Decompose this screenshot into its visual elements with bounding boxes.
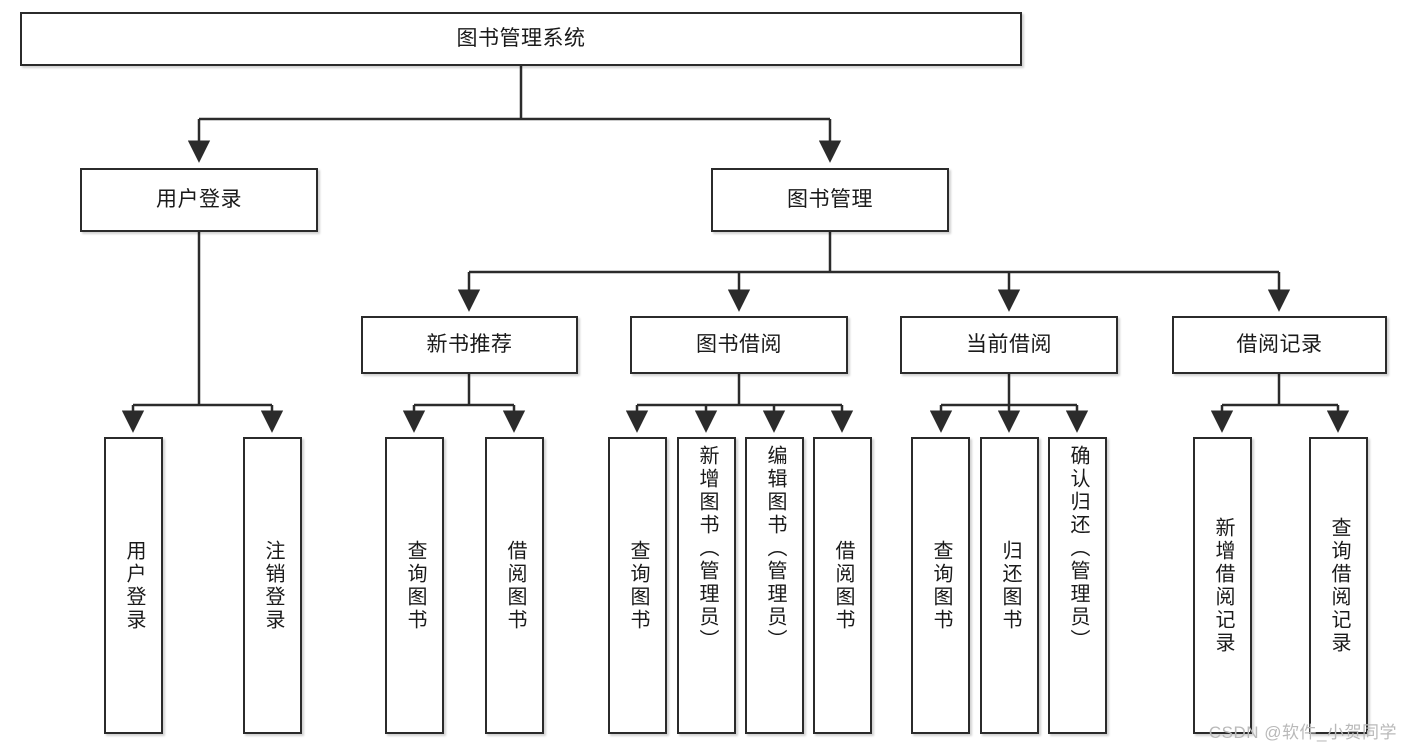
node-label: 归还图书 xyxy=(999,539,1021,632)
node-current-borrowings[interactable]: 当前借阅 xyxy=(900,316,1118,374)
leaf-query-books-borrowing[interactable]: 查询图书 xyxy=(608,437,667,734)
node-label: 确认归还（管理员） xyxy=(1067,445,1089,652)
leaf-confirm-return-admin[interactable]: 确认归还（管理员） xyxy=(1048,437,1107,734)
node-label: 图书管理 xyxy=(787,187,873,211)
node-label: 借阅记录 xyxy=(1236,332,1323,356)
node-label: 查询图书 xyxy=(404,539,426,632)
leaf-logout[interactable]: 注销登录 xyxy=(243,437,302,734)
leaf-borrow-books-recommendation[interactable]: 借阅图书 xyxy=(485,437,544,734)
leaf-return-books[interactable]: 归还图书 xyxy=(980,437,1039,734)
node-label: 新书推荐 xyxy=(426,332,513,356)
node-label: 查询图书 xyxy=(627,539,649,632)
leaf-user-login[interactable]: 用户登录 xyxy=(104,437,163,734)
node-label: 借阅图书 xyxy=(504,539,526,632)
node-label: 查询图书 xyxy=(930,539,952,632)
leaf-query-books-current[interactable]: 查询图书 xyxy=(911,437,970,734)
node-root-book-management-system[interactable]: 图书管理系统 xyxy=(20,12,1022,66)
node-label: 用户登录 xyxy=(123,539,145,632)
leaf-query-borrowing-record[interactable]: 查询借阅记录 xyxy=(1309,437,1368,734)
leaf-add-borrowing-record[interactable]: 新增借阅记录 xyxy=(1193,437,1252,734)
node-user-login[interactable]: 用户登录 xyxy=(80,168,318,232)
leaf-add-book-admin[interactable]: 新增图书（管理员） xyxy=(677,437,736,734)
node-label: 编辑图书（管理员） xyxy=(764,445,786,652)
node-label: 借阅图书 xyxy=(832,539,854,632)
node-label: 注销登录 xyxy=(262,539,284,632)
node-label: 新增借阅记录 xyxy=(1212,516,1234,655)
node-book-management[interactable]: 图书管理 xyxy=(711,168,949,232)
node-borrowing-records[interactable]: 借阅记录 xyxy=(1172,316,1387,374)
node-label: 用户登录 xyxy=(156,187,242,211)
node-label: 图书管理系统 xyxy=(456,26,586,50)
node-label: 新增图书（管理员） xyxy=(696,445,718,652)
leaf-borrow-books-borrowing[interactable]: 借阅图书 xyxy=(813,437,872,734)
node-label: 当前借阅 xyxy=(966,332,1052,356)
node-label: 查询借阅记录 xyxy=(1328,516,1350,655)
leaf-query-books-recommendation[interactable]: 查询图书 xyxy=(385,437,444,734)
node-new-book-recommendation[interactable]: 新书推荐 xyxy=(361,316,578,374)
node-book-borrowing[interactable]: 图书借阅 xyxy=(630,316,848,374)
node-label: 图书借阅 xyxy=(696,332,782,356)
leaf-edit-book-admin[interactable]: 编辑图书（管理员） xyxy=(745,437,804,734)
